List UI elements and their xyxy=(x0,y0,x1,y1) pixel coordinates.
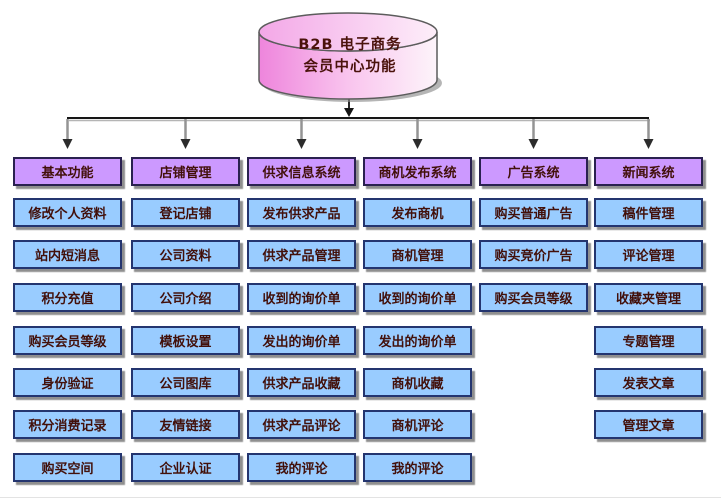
column-header-business-opportunity-system: 商机发布系统 xyxy=(363,157,472,186)
node-box: 收到的询价单 xyxy=(363,283,472,312)
node-box: 友情链接 xyxy=(131,410,240,439)
node-box: 管理文章 xyxy=(594,410,703,439)
node-box: 积分充值 xyxy=(13,283,122,312)
node-box: 积分消费记录 xyxy=(13,410,122,439)
node-box: 公司介绍 xyxy=(131,283,240,312)
arrow-down-icon xyxy=(180,139,191,149)
node-box: 购买空间 xyxy=(13,453,122,482)
node-box: 发布商机 xyxy=(363,198,472,227)
arrow-down-icon xyxy=(62,139,73,149)
node-box: 公司图库 xyxy=(131,368,240,397)
arrow-down-icon xyxy=(643,139,654,149)
node-box: 专题管理 xyxy=(594,326,703,355)
node-box: 公司资料 xyxy=(131,240,240,269)
node-box: 发布供求产品 xyxy=(247,198,356,227)
root-cylinder xyxy=(258,12,442,102)
node-box: 商机管理 xyxy=(363,240,472,269)
node-box: 发出的询价单 xyxy=(363,326,472,355)
arrow-down-icon xyxy=(344,108,354,117)
node-box: 模板设置 xyxy=(131,326,240,355)
node-box: 登记店铺 xyxy=(131,198,240,227)
page-edge-divider xyxy=(0,497,721,498)
column-header-news-system: 新闻系统 xyxy=(594,157,703,186)
root-title-line1: B2B 电子商务 xyxy=(298,37,402,53)
node-box: 评论管理 xyxy=(594,240,703,269)
arrow-down-icon xyxy=(528,139,539,149)
node-box: 企业认证 xyxy=(131,453,240,482)
node-box: 商机评论 xyxy=(363,410,472,439)
column-header-supply-demand-system: 供求信息系统 xyxy=(247,157,356,186)
column-header-shop-management: 店铺管理 xyxy=(131,157,240,186)
node-box: 我的评论 xyxy=(363,453,472,482)
node-box: 收到的询价单 xyxy=(247,283,356,312)
node-box: 供求产品管理 xyxy=(247,240,356,269)
node-box: 修改个人资料 xyxy=(13,198,122,227)
node-box: 发出的询价单 xyxy=(247,326,356,355)
root-title-line2: 会员中心功能 xyxy=(303,59,397,75)
node-box: 发表文章 xyxy=(594,368,703,397)
column-header-ad-system: 广告系统 xyxy=(479,157,588,186)
node-box: 身份验证 xyxy=(13,368,122,397)
node-box: 购买普通广告 xyxy=(479,198,588,227)
root-title: B2B 电子商务 会员中心功能 xyxy=(255,34,445,78)
node-box: 购买会员等级 xyxy=(479,283,588,312)
arrow-down-icon xyxy=(296,139,307,149)
node-box: 商机收藏 xyxy=(363,368,472,397)
node-box: 购买会员等级 xyxy=(13,326,122,355)
node-box: 购买竞价广告 xyxy=(479,240,588,269)
node-box: 我的评论 xyxy=(247,453,356,482)
node-box: 供求产品收藏 xyxy=(247,368,356,397)
node-box: 站内短消息 xyxy=(13,240,122,269)
node-box: 稿件管理 xyxy=(594,198,703,227)
arrow-down-icon xyxy=(412,139,423,149)
column-header-basic-functions: 基本功能 xyxy=(13,157,122,186)
node-box: 收藏夹管理 xyxy=(594,283,703,312)
node-box: 供求产品评论 xyxy=(247,410,356,439)
